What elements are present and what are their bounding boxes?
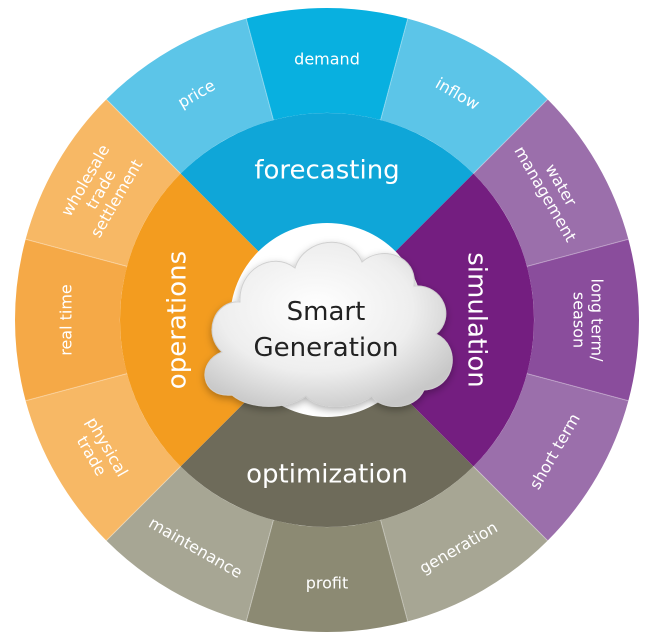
forecasting-segment [106, 18, 274, 174]
simulation-label: simulation [462, 252, 492, 388]
simulation-segment [526, 239, 640, 401]
operations-segment-label: real time [56, 284, 75, 356]
operations-segment [25, 373, 181, 541]
simulation-segment-label-line: season [570, 292, 589, 348]
simulation-segment-label-line: long term/ [588, 278, 607, 362]
operations-segment [25, 99, 181, 267]
simulation-segment-label: long term/season [570, 278, 607, 362]
segment-divider [25, 373, 128, 402]
forecasting-segment-label-line: demand [294, 49, 360, 68]
operations-segment-label-line: real time [56, 284, 75, 356]
center-title-line2: Generation [253, 333, 398, 363]
segment-divider [106, 466, 181, 541]
center-title-line1: Smart [287, 297, 366, 327]
forecasting-segment-label: demand [294, 49, 360, 68]
simulation-label-line: simulation [462, 252, 492, 388]
optimization-label: optimization [246, 460, 408, 490]
segment-divider [25, 238, 128, 267]
outer-ring [14, 7, 640, 633]
simulation-section [395, 173, 534, 467]
segment-divider [473, 99, 548, 174]
segment-divider [245, 18, 274, 121]
forecasting-segment [246, 7, 408, 121]
simulation-segment [473, 373, 629, 541]
optimization-segment-label-line: profit [306, 573, 349, 592]
optimization-segment [380, 466, 548, 622]
forecasting-label-line: forecasting [254, 156, 399, 186]
optimization-label-line: optimization [246, 460, 408, 490]
segment-divider [380, 519, 409, 622]
optimization-section [180, 388, 474, 527]
segment-divider [380, 18, 409, 121]
optimization-segment-label: profit [306, 573, 349, 592]
forecasting-label: forecasting [254, 156, 399, 186]
segment-divider [245, 519, 274, 622]
optimization-segment [246, 519, 408, 633]
segment-divider [526, 238, 629, 267]
inner-ring [120, 113, 534, 527]
outer-ring-dividers [25, 18, 629, 622]
simulation-segment [473, 99, 629, 267]
segment-divider [473, 466, 548, 541]
cloud-icon [204, 241, 453, 408]
operations-segment [14, 239, 128, 401]
segment-divider [106, 99, 181, 174]
operations-label: operations [163, 251, 193, 389]
forecasting-section [180, 113, 474, 252]
forecasting-segment [380, 18, 548, 174]
segment-divider [526, 373, 629, 402]
optimization-segment [106, 466, 274, 622]
operations-label-line: operations [163, 251, 193, 389]
